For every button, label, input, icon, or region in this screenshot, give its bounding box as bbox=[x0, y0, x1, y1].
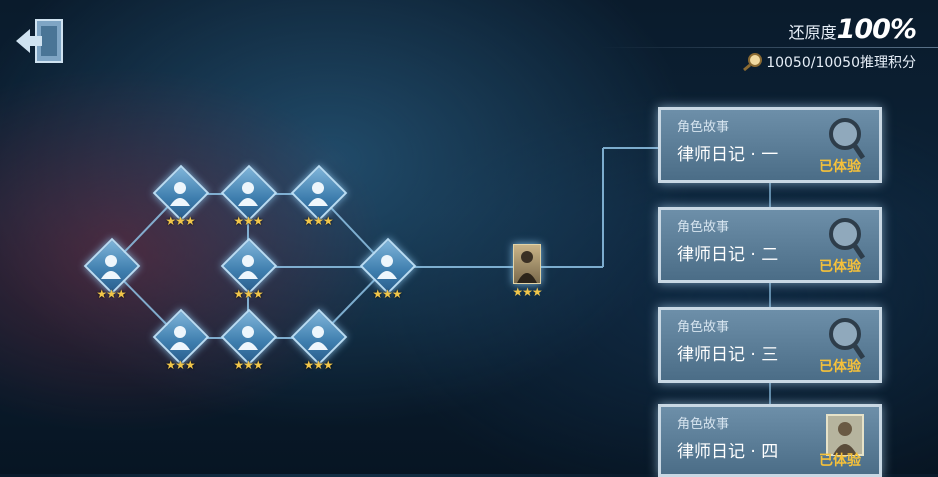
portrait-stars: ★★★ bbox=[512, 285, 542, 299]
node-stars: ★★★ bbox=[165, 358, 195, 372]
bust-silhouette-icon bbox=[377, 255, 397, 279]
story-status: 已体验 bbox=[819, 453, 861, 469]
node-stars: ★★★ bbox=[303, 358, 333, 372]
story-card-4[interactable]: 角色故事 律师日记 · 四 已体验 bbox=[658, 404, 882, 477]
skill-node[interactable]: ★★★ bbox=[220, 164, 278, 241]
story-category: 角色故事 bbox=[677, 417, 730, 432]
magnifier-icon bbox=[829, 118, 865, 160]
bust-silhouette-icon bbox=[308, 326, 328, 350]
node-stars: ★★★ bbox=[303, 214, 333, 228]
bust-silhouette-icon bbox=[238, 255, 258, 279]
magnifier-icon bbox=[743, 53, 763, 72]
story-title: 律师日记 · 一 bbox=[677, 145, 779, 165]
deduction-score: 10050/10050推理积分 bbox=[742, 52, 916, 72]
skill-node[interactable]: ★★★ bbox=[290, 308, 348, 385]
restore-label: 还原度 bbox=[788, 23, 837, 42]
skill-node[interactable]: ★★★ bbox=[359, 237, 417, 314]
bust-silhouette-icon bbox=[170, 182, 190, 206]
restore-progress: 还原度100% bbox=[788, 14, 917, 45]
story-card-2[interactable]: 角色故事 律师日记 · 二 已体验 bbox=[658, 207, 882, 283]
story-status: 已体验 bbox=[819, 159, 861, 175]
story-card-1[interactable]: 角色故事 律师日记 · 一 已体验 bbox=[658, 107, 882, 183]
skill-node[interactable]: ★★★ bbox=[290, 164, 348, 241]
story-status: 已体验 bbox=[819, 259, 861, 275]
node-stars: ★★★ bbox=[233, 214, 263, 228]
story-card-3[interactable]: 角色故事 律师日记 · 三 已体验 bbox=[658, 307, 882, 383]
magnifier-icon bbox=[829, 318, 865, 360]
story-category: 角色故事 bbox=[677, 120, 730, 135]
magnifier-icon bbox=[829, 218, 865, 260]
skill-node[interactable]: ★★★ bbox=[152, 308, 210, 385]
node-stars: ★★★ bbox=[165, 214, 195, 228]
character-portrait bbox=[513, 244, 541, 284]
story-title: 律师日记 · 三 bbox=[677, 345, 779, 365]
node-stars: ★★★ bbox=[233, 287, 263, 301]
story-status: 已体验 bbox=[819, 359, 861, 375]
restore-value: 100% bbox=[836, 14, 917, 45]
bust-silhouette-icon bbox=[238, 326, 258, 350]
skill-node[interactable]: ★★★ bbox=[152, 164, 210, 241]
exit-door-icon bbox=[16, 19, 63, 63]
node-stars: ★★★ bbox=[372, 287, 402, 301]
bust-silhouette-icon bbox=[238, 182, 258, 206]
character-portrait-icon bbox=[826, 414, 864, 456]
exit-button[interactable] bbox=[14, 16, 68, 68]
skill-node[interactable]: ★★★ bbox=[83, 237, 141, 314]
skill-node[interactable]: ★★★ bbox=[220, 308, 278, 385]
header-divider bbox=[600, 47, 938, 48]
bust-silhouette-icon bbox=[308, 182, 328, 206]
bust-silhouette-icon bbox=[170, 326, 190, 350]
node-stars: ★★★ bbox=[96, 287, 126, 301]
story-title: 律师日记 · 四 bbox=[677, 442, 779, 462]
character-portrait-node[interactable]: ★★★ bbox=[503, 241, 551, 305]
bust-silhouette-icon bbox=[101, 255, 121, 279]
story-category: 角色故事 bbox=[677, 320, 730, 335]
score-text: 10050/10050推理积分 bbox=[766, 55, 916, 71]
skill-node[interactable]: ★★★ bbox=[220, 237, 278, 314]
node-stars: ★★★ bbox=[233, 358, 263, 372]
story-category: 角色故事 bbox=[677, 220, 730, 235]
story-title: 律师日记 · 二 bbox=[677, 245, 779, 265]
